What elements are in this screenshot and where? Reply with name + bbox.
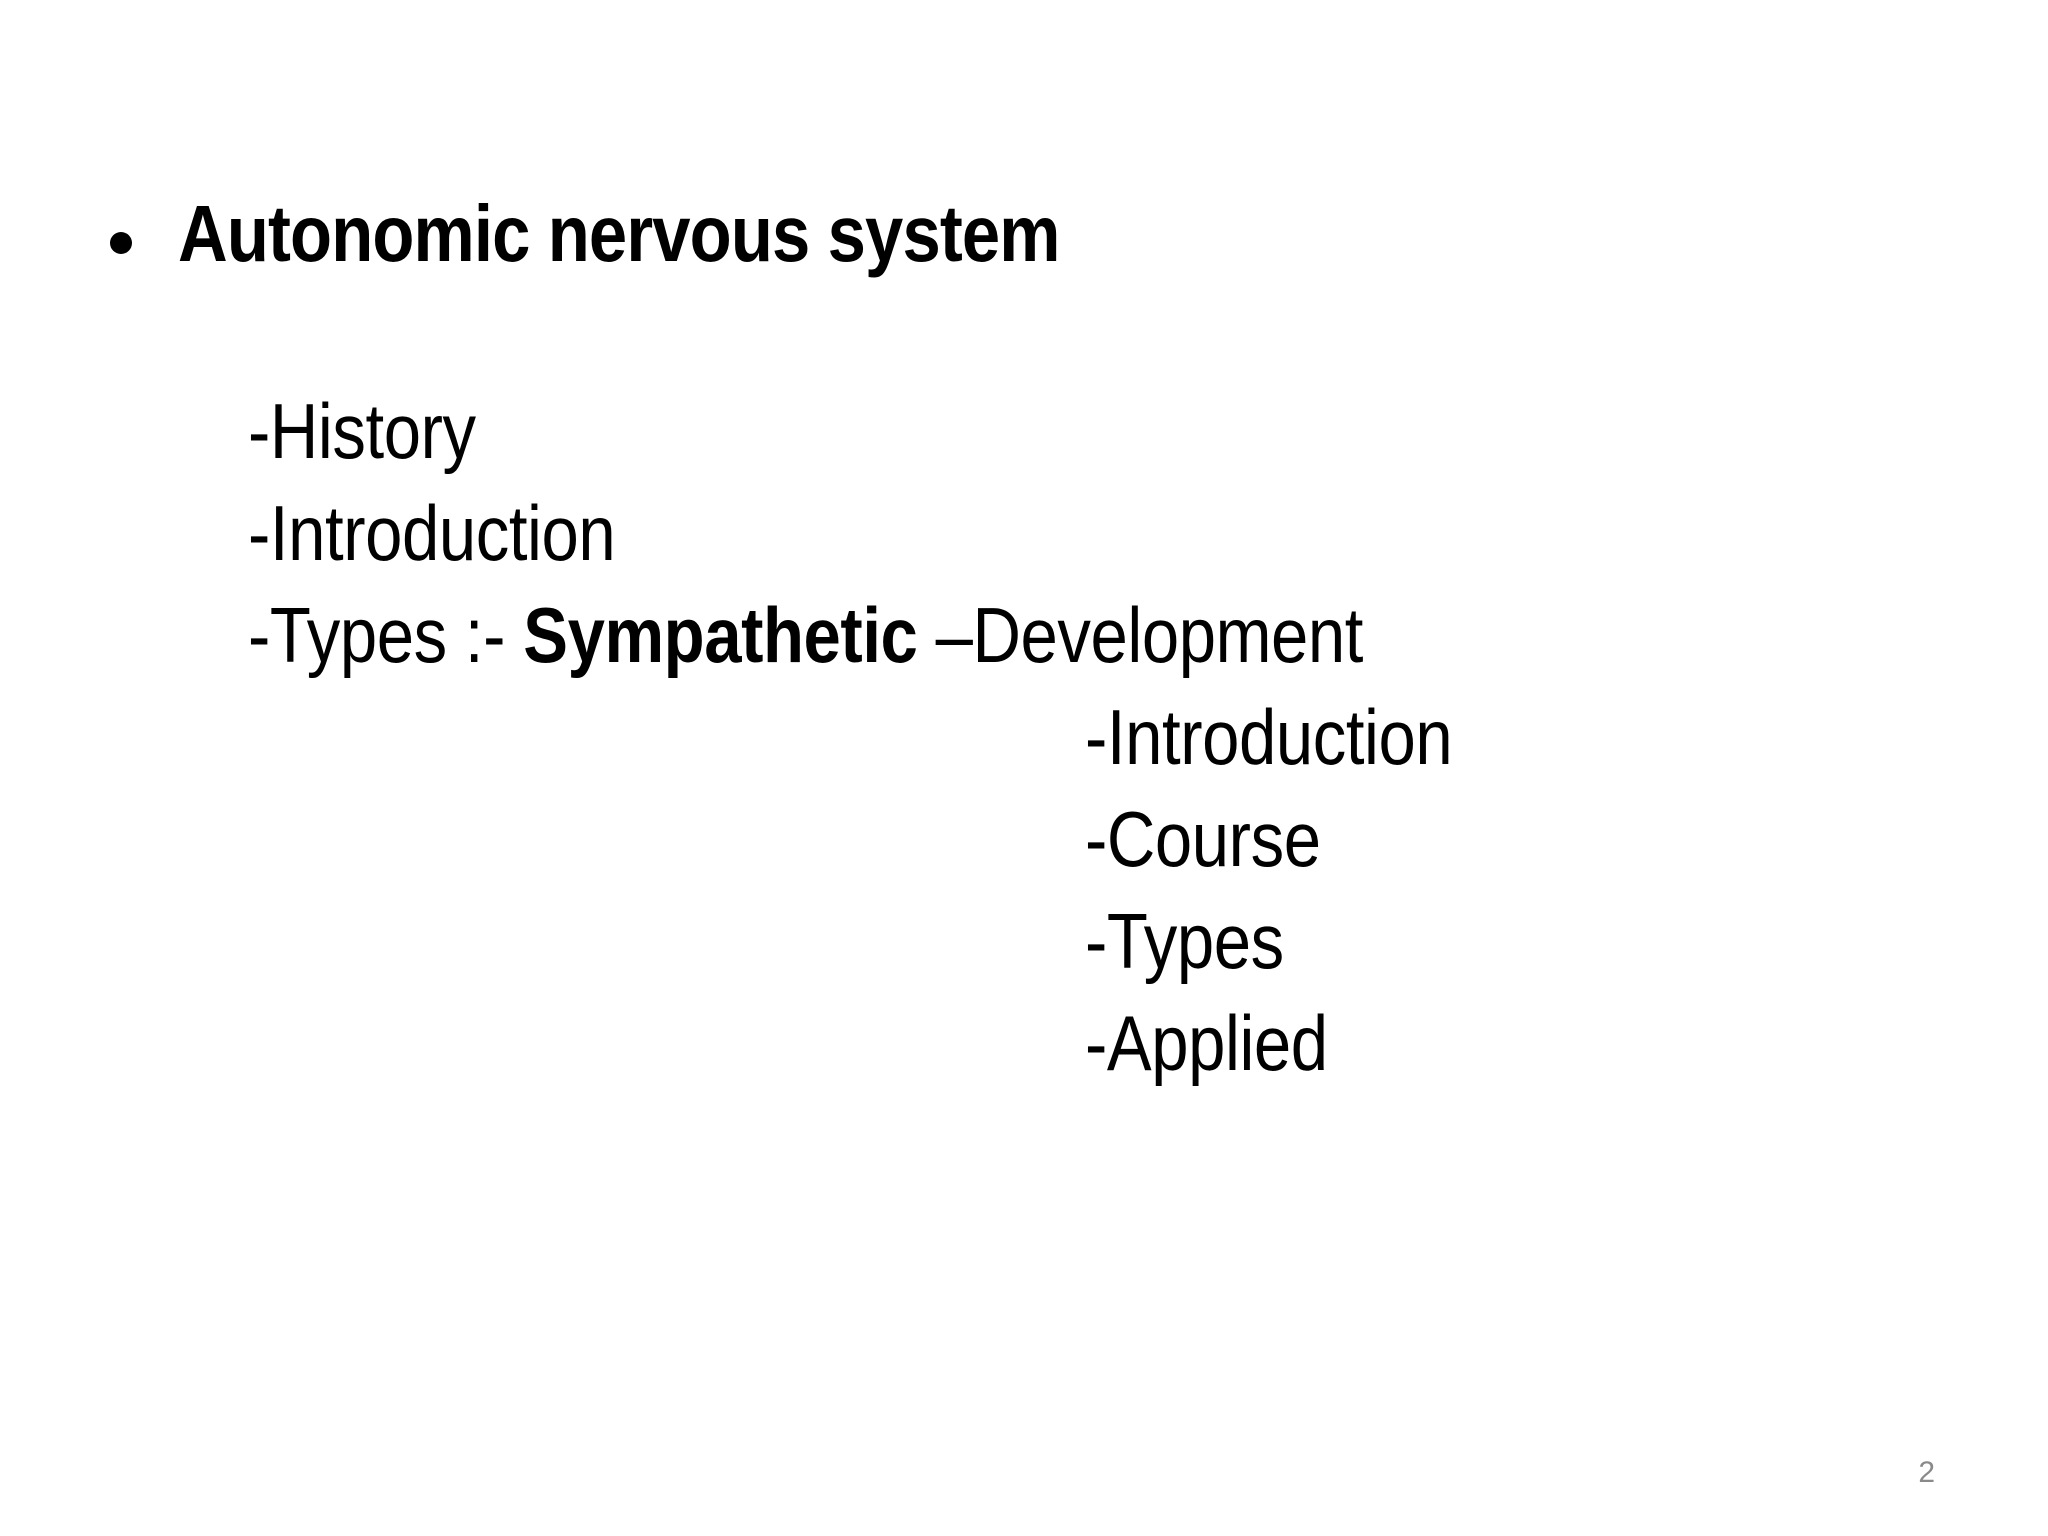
outline-item-types: -Types :- Sympathetic –Development [248,596,1363,674]
outline-item-history: -History [248,387,476,475]
outline-subitem-applied: -Applied [1085,999,1328,1087]
outline-types-suffix: –Development [917,591,1364,679]
outline-types-sympathetic: Sympathetic [523,591,918,679]
page-number: 2 [1918,1456,1935,1489]
outline-subitem-types: -Types [1085,897,1284,985]
outline-types-prefix: -Types :- [248,591,524,679]
outline-heading-text: Autonomic nervous system [178,189,1060,278]
bullet-dot-icon [110,232,132,254]
outline-heading-row: Autonomic nervous system [110,194,1203,274]
slide-content-body: Autonomic nervous system -History -Intro… [110,194,1453,1087]
outline-item-introduction: -Introduction [248,489,616,577]
outline-subitem-course: -Course [1085,795,1321,883]
outline-subitem-introduction: -Introduction [1085,693,1453,781]
